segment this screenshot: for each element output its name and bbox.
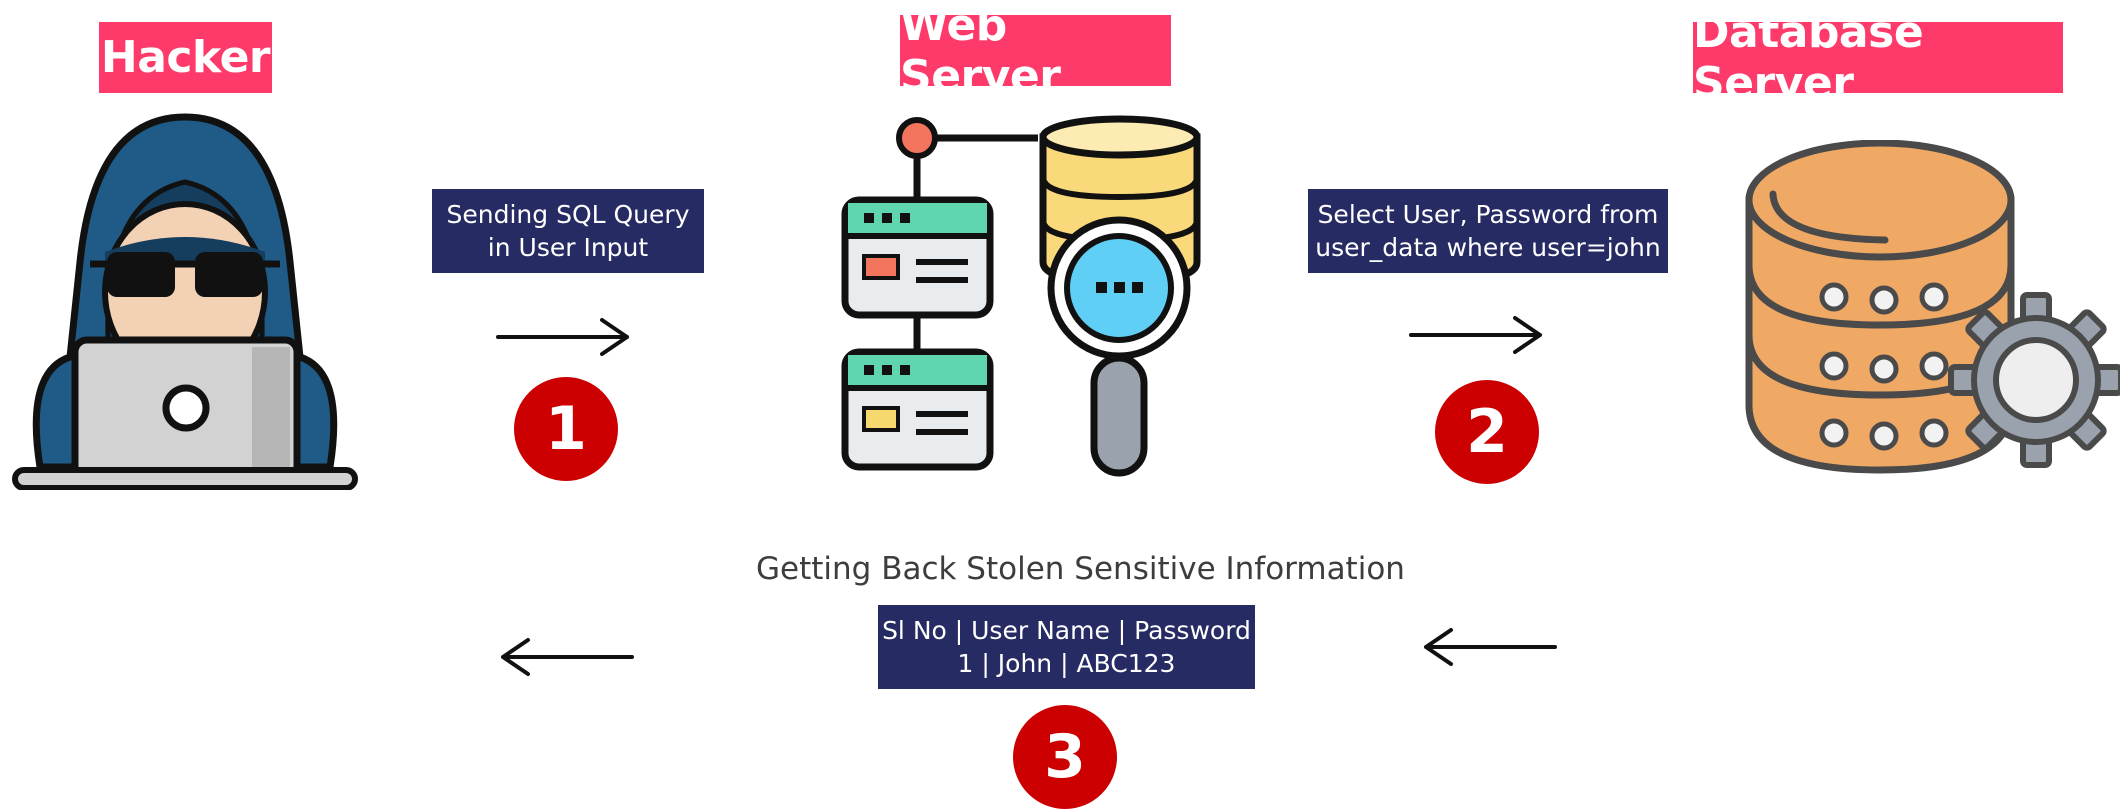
sql-query-note-line1: Sending SQL Query xyxy=(446,200,690,229)
web-server-title: Web Server xyxy=(900,0,1171,102)
step-3-badge: 3 xyxy=(1013,705,1117,809)
step-2-badge: 2 xyxy=(1435,380,1539,484)
database-server-icon xyxy=(1745,140,2120,474)
hacker-icon xyxy=(12,113,358,490)
stolen-info-caption: Getting Back Stolen Sensitive Informatio… xyxy=(756,551,1405,587)
database-server-title: Database Server xyxy=(1693,7,2063,109)
sql-query-note: Sending SQL Query in User Input xyxy=(432,189,704,273)
sql-query-note-line2: in User Input xyxy=(487,233,649,262)
select-query-note-line2: user_data where user=john xyxy=(1315,233,1661,262)
web-server-icon xyxy=(841,115,1201,477)
step-1-badge: 1 xyxy=(514,377,618,481)
arrow-left-icon xyxy=(501,638,634,676)
arrow-right-icon xyxy=(496,318,629,356)
result-note-line2: 1 | John | ABC123 xyxy=(957,649,1176,678)
select-query-note-line1: Select User, Password from xyxy=(1317,200,1659,229)
hacker-title: Hacker xyxy=(99,22,272,93)
select-query-note: Select User, Password from user_data whe… xyxy=(1308,189,1668,273)
result-note: Sl No | User Name | Password 1 | John | … xyxy=(878,605,1255,689)
arrow-right-icon xyxy=(1409,316,1542,354)
result-note-line1: Sl No | User Name | Password xyxy=(882,616,1251,645)
arrow-left-icon xyxy=(1424,628,1557,666)
